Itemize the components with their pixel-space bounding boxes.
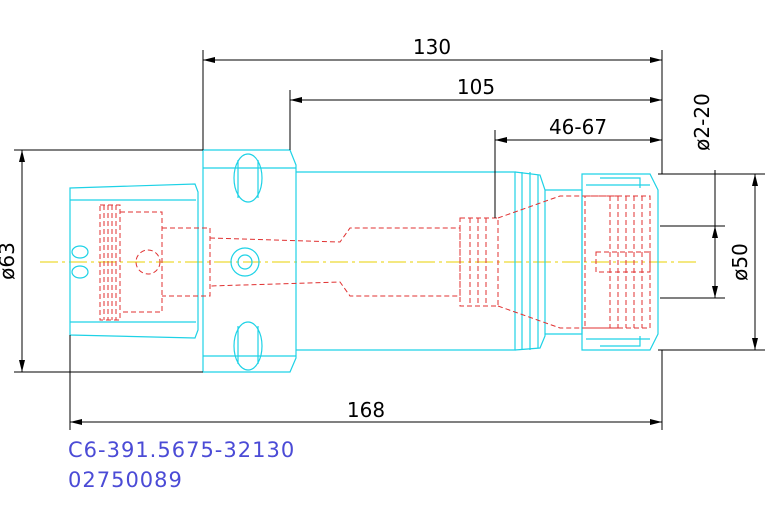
- collet-taper: [497, 195, 620, 329]
- shank-knurl-left: [99, 204, 121, 321]
- dimension-lines: [14, 50, 765, 430]
- adjust-screw: [459, 217, 499, 307]
- part-number: 02750089: [68, 468, 183, 492]
- part-code: C6-391.5675-32130: [68, 438, 295, 462]
- bore-step: [162, 227, 211, 297]
- shank-bore: [120, 211, 163, 313]
- shank-outline: [69, 183, 199, 339]
- drive-slot-bottom: [233, 321, 263, 371]
- shank-hole-bottom: [71, 265, 89, 279]
- dim-105-label: 105: [457, 75, 495, 99]
- tool-holder-outline: [69, 149, 659, 373]
- dim-168-label: 168: [347, 398, 385, 422]
- body-neck: [514, 171, 546, 351]
- cross-hole-inner: [237, 254, 253, 270]
- collet-bore: [595, 251, 651, 273]
- shank-hole-top: [71, 245, 89, 259]
- shank-cross-hole: [135, 249, 161, 275]
- collet-nut: [581, 173, 659, 351]
- collet: [584, 195, 651, 329]
- dim-220-label: ø2-20: [690, 93, 714, 151]
- body-outline: [296, 171, 516, 351]
- hidden-lines: [99, 195, 651, 329]
- flange-outline: [202, 149, 297, 373]
- nut-chamfers: [600, 177, 641, 347]
- dim-50-label: ø50: [728, 243, 752, 281]
- drive-slot-top: [233, 153, 263, 203]
- dim-63-label: ø63: [0, 242, 19, 280]
- cross-hole: [230, 247, 260, 277]
- dim-4667-label: 46-67: [549, 115, 607, 139]
- dim-130-label: 130: [413, 35, 451, 59]
